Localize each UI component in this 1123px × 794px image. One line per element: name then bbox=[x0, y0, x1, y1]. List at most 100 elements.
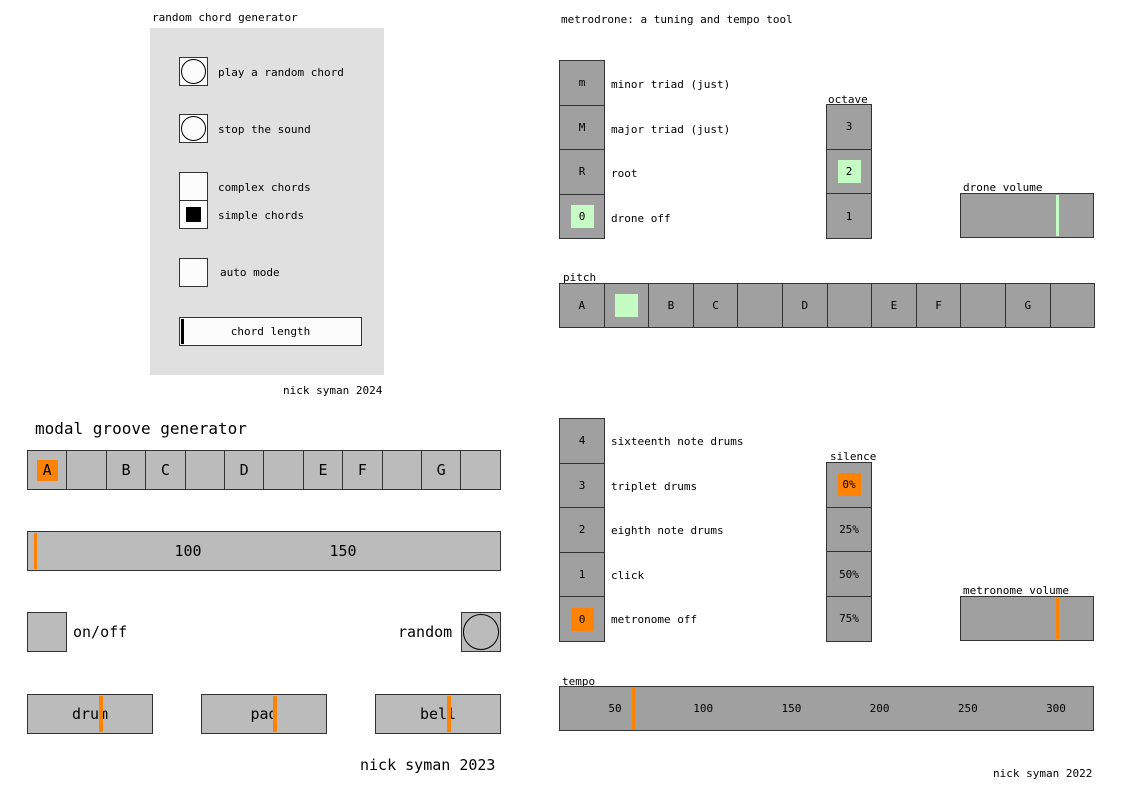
cell-label bbox=[838, 294, 861, 317]
groove-note-cell[interactable]: B bbox=[105, 450, 147, 490]
cell-label: 3 bbox=[578, 478, 586, 492]
pad-volume-slider[interactable]: pad bbox=[201, 694, 327, 734]
drone-mode-label: major triad (just) bbox=[611, 122, 731, 136]
groove-note-cell[interactable]: G bbox=[421, 450, 462, 490]
pitch-cell[interactable]: D bbox=[782, 283, 828, 328]
metronome-mode-cell[interactable]: 4 bbox=[559, 418, 605, 464]
silence-cell[interactable]: 50% bbox=[826, 551, 872, 598]
pitch-cell[interactable] bbox=[960, 283, 1006, 328]
cell-label: E bbox=[318, 461, 328, 479]
pitch-cell[interactable]: E bbox=[871, 283, 917, 328]
cell-label: C bbox=[160, 461, 170, 479]
drone-mode-cell[interactable]: R bbox=[559, 149, 605, 195]
octave-label: octave bbox=[828, 93, 868, 106]
drone-mode-label: drone off bbox=[611, 211, 671, 225]
drone-volume-slider[interactable] bbox=[960, 193, 1094, 238]
drone-mode-cell[interactable]: m bbox=[559, 60, 605, 106]
drone-mode-label: minor triad (just) bbox=[611, 78, 731, 91]
random-label: random bbox=[398, 623, 453, 641]
groove-note-cell[interactable] bbox=[460, 450, 501, 490]
groove-note-cell[interactable] bbox=[184, 450, 225, 490]
slider-knob[interactable] bbox=[631, 688, 635, 729]
cell-label: 25% bbox=[839, 523, 859, 537]
tempo-tick-label: 150 bbox=[781, 702, 802, 715]
auto-mode-toggle[interactable] bbox=[179, 258, 208, 287]
bang-circle-icon bbox=[181, 116, 206, 141]
radio-simple-chords[interactable] bbox=[179, 200, 208, 229]
slider-knob[interactable] bbox=[447, 696, 452, 732]
stop-sound-bang[interactable] bbox=[179, 114, 208, 143]
pitch-cell[interactable]: F bbox=[915, 283, 962, 328]
chord-credit: nick syman 2024 bbox=[283, 384, 383, 397]
radio-complex-chords[interactable] bbox=[179, 172, 208, 201]
silence-cell[interactable]: 0% bbox=[826, 462, 872, 508]
slider-knob[interactable] bbox=[181, 319, 184, 344]
groove-note-cell[interactable]: A bbox=[27, 450, 68, 490]
stop-sound-label: stop the sound bbox=[218, 123, 311, 136]
groove-note-cell[interactable]: D bbox=[224, 450, 265, 490]
cell-label: M bbox=[578, 120, 586, 134]
drum-volume-slider[interactable]: drum bbox=[27, 694, 153, 734]
random-bang[interactable] bbox=[461, 612, 501, 652]
pitch-cell[interactable]: G bbox=[1005, 283, 1051, 328]
metronome-mode-cell[interactable]: 1 bbox=[559, 551, 605, 598]
cell-label bbox=[194, 460, 215, 481]
groove-note-cell[interactable] bbox=[381, 450, 422, 490]
slider-knob[interactable] bbox=[99, 696, 104, 732]
metronome-volume-slider[interactable] bbox=[960, 596, 1094, 641]
octave-cell[interactable]: 1 bbox=[826, 193, 872, 240]
cell-label: A bbox=[578, 299, 586, 312]
on-off-toggle[interactable] bbox=[27, 612, 67, 652]
silence-cell[interactable]: 75% bbox=[826, 596, 872, 642]
slider-knob[interactable] bbox=[273, 696, 278, 732]
groove-note-cell[interactable] bbox=[66, 450, 107, 490]
tempo-label: tempo bbox=[562, 675, 596, 688]
pitch-cell[interactable]: B bbox=[648, 283, 694, 328]
pitch-cell[interactable]: A bbox=[559, 283, 605, 328]
cell-label: C bbox=[712, 299, 719, 312]
pitch-cell[interactable] bbox=[1049, 283, 1096, 328]
metronome-mode-label: metronome off bbox=[611, 613, 698, 626]
pitch-cell[interactable]: C bbox=[692, 283, 739, 328]
groove-note-cell[interactable] bbox=[263, 450, 304, 490]
pitch-cell[interactable] bbox=[603, 283, 650, 328]
cell-label bbox=[470, 460, 491, 481]
groove-note-cell[interactable]: C bbox=[145, 450, 186, 490]
drone-mode-cell[interactable]: 0 bbox=[559, 193, 605, 239]
cell-label: 4 bbox=[578, 434, 586, 448]
cell-label bbox=[749, 294, 772, 317]
drone-mode-cell[interactable]: M bbox=[559, 104, 605, 150]
cell-label: D bbox=[801, 299, 809, 312]
cell-label: F bbox=[935, 299, 942, 312]
pitch-cell[interactable] bbox=[826, 283, 873, 328]
slider-knob[interactable] bbox=[33, 533, 37, 569]
pitch-cell[interactable] bbox=[737, 283, 783, 328]
bell-volume-slider[interactable]: bell bbox=[375, 694, 501, 734]
cell-label: 2 bbox=[578, 523, 586, 537]
chord-length-slider[interactable]: chord length bbox=[179, 317, 362, 346]
octave-cell[interactable]: 3 bbox=[826, 104, 872, 150]
metronome-mode-label: eighth note drums bbox=[611, 524, 724, 537]
cell-label: 75% bbox=[839, 612, 859, 626]
metrodrone-credit: nick syman 2022 bbox=[993, 767, 1093, 780]
octave-cell[interactable]: 2 bbox=[826, 148, 872, 195]
cell-label bbox=[76, 460, 97, 481]
metronome-mode-cell[interactable]: 0 bbox=[559, 596, 605, 642]
groove-note-cell[interactable]: F bbox=[342, 450, 383, 490]
groove-title: modal groove generator bbox=[35, 419, 247, 438]
cell-label: B bbox=[667, 299, 675, 312]
mixer-label: pad bbox=[250, 705, 278, 723]
groove-note-cell[interactable]: E bbox=[302, 450, 344, 490]
metronome-mode-cell[interactable]: 2 bbox=[559, 507, 605, 553]
simple-chords-label: simple chords bbox=[218, 209, 305, 222]
silence-cell[interactable]: 25% bbox=[826, 506, 872, 553]
slider-knob[interactable] bbox=[1056, 195, 1060, 236]
metronome-mode-cell[interactable]: 3 bbox=[559, 462, 605, 509]
selected-cell-mark: 2 bbox=[837, 160, 861, 184]
cell-label: 50% bbox=[839, 567, 859, 581]
play-chord-bang[interactable] bbox=[179, 57, 208, 86]
slider-knob[interactable] bbox=[1056, 598, 1060, 639]
mixer-label: bell bbox=[419, 705, 457, 723]
